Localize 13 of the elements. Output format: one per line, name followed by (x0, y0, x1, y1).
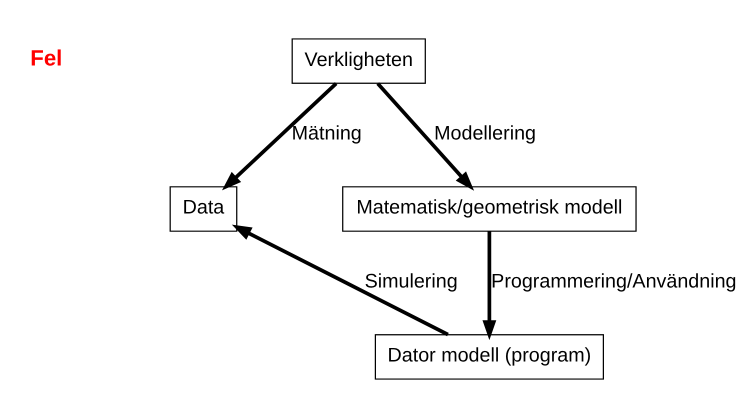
arrow (376, 82, 474, 190)
edge-label: Mätning (292, 122, 362, 144)
edge-label: Programmering/Användning (491, 270, 737, 292)
node-box: Dator modell (program) (374, 334, 604, 380)
edge-label: Simulering (364, 270, 458, 292)
node-box: Matematisk/geometrisk modell (342, 186, 637, 232)
label: Fel (30, 44, 62, 70)
node-box: Data (170, 186, 238, 232)
arrow (482, 230, 496, 340)
edge-label: Modellering (434, 122, 536, 144)
arrow (232, 224, 449, 336)
node-box: Verkligheten (292, 38, 426, 84)
arrow (222, 82, 338, 190)
